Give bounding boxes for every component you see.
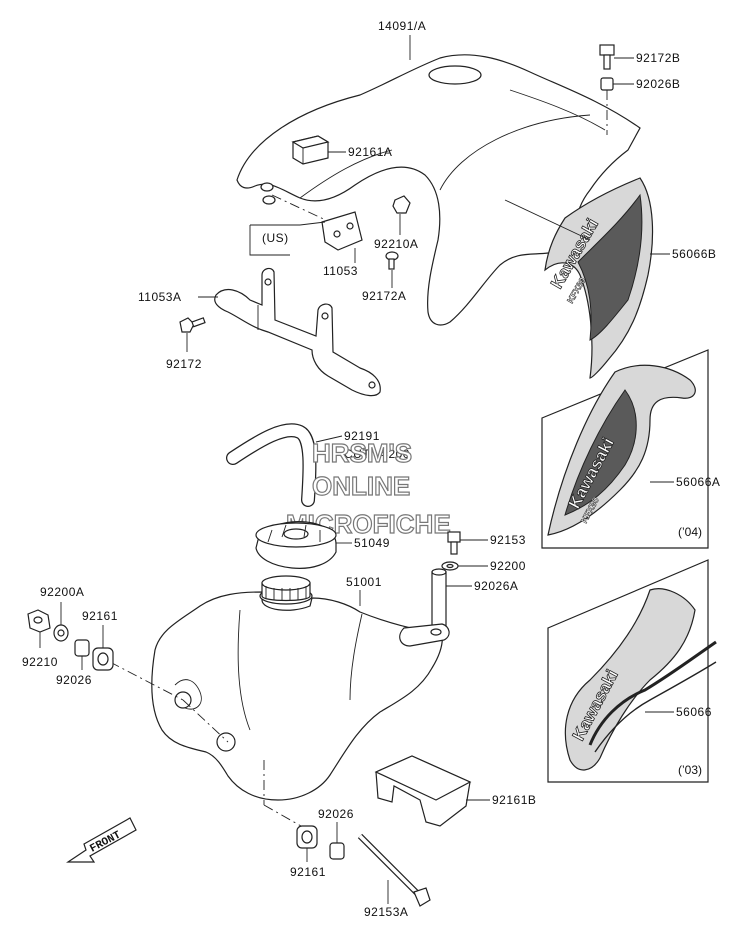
hose-92191[interactable] xyxy=(226,423,317,507)
decal-56066a[interactable]: Kawasaki KFX80 xyxy=(547,364,696,536)
bracket-11053[interactable] xyxy=(321,211,363,251)
label-92161-bottom: 92161 xyxy=(290,865,326,879)
label-92172b: 92172B xyxy=(636,51,680,65)
fuel-cap-51049[interactable] xyxy=(255,521,337,569)
label-92172a: 92172A xyxy=(362,289,406,303)
label-92026-left: 92026 xyxy=(56,673,92,687)
label-92200: 92200 xyxy=(490,559,526,573)
bolt-92153[interactable] xyxy=(447,531,461,555)
label-11053: 11053 xyxy=(323,264,358,278)
front-fender[interactable] xyxy=(236,54,641,326)
label-92161b: 92161B xyxy=(492,793,536,807)
label-56066b: 56066B xyxy=(672,247,716,261)
label-56066a: 56066A xyxy=(676,475,720,489)
label-year-03: (’03) xyxy=(678,763,702,777)
label-year-04: (’04) xyxy=(678,525,702,539)
collar-92026a[interactable] xyxy=(431,568,447,627)
label-us: (US) xyxy=(262,231,289,245)
label-92210a: 92210A xyxy=(374,237,418,251)
label-92161-left: 92161 xyxy=(82,609,118,623)
grommet-92161-bottom[interactable] xyxy=(296,825,318,849)
washer-92200[interactable] xyxy=(441,561,459,571)
collar-92026b[interactable] xyxy=(600,77,614,91)
label-92153: 92153 xyxy=(490,533,526,547)
front-arrow-icon: FRONT xyxy=(66,817,137,863)
watermark-line2: ONLINE xyxy=(312,471,410,501)
label-92026a: 92026A xyxy=(474,579,518,593)
pad-92161a[interactable] xyxy=(291,135,330,165)
spacer-pair[interactable] xyxy=(260,182,276,205)
grommet-92161[interactable] xyxy=(92,647,114,671)
bracket-11053a[interactable] xyxy=(214,267,381,397)
mount-92161b[interactable] xyxy=(374,755,472,827)
collar-92026[interactable] xyxy=(74,639,90,657)
label-92153a: 92153A xyxy=(364,905,408,919)
collar-92026-bottom[interactable] xyxy=(329,842,345,860)
screw-92172a[interactable] xyxy=(385,251,399,270)
nut-92210[interactable] xyxy=(27,609,51,633)
label-92172: 92172 xyxy=(166,357,202,371)
bolt-92153a[interactable] xyxy=(357,833,431,907)
label-11053a: 11053A xyxy=(138,290,181,304)
watermark: HRSM'S ONLINE MICROFICHE xyxy=(285,437,451,539)
washer-92200a[interactable] xyxy=(53,624,69,642)
label-92191: 92191 xyxy=(344,429,380,443)
bolt-92172b[interactable] xyxy=(599,44,615,70)
label-92210: 92210 xyxy=(22,655,58,669)
label-92161a: 92161A xyxy=(348,145,392,159)
label-14091a: 14091/A xyxy=(378,19,426,33)
label-92200a: 92200A xyxy=(40,585,84,599)
label-92026b: 92026B xyxy=(636,77,680,91)
label-92026-bottom: 92026 xyxy=(318,807,354,821)
label-51001: 51001 xyxy=(346,575,382,589)
nut-92210a[interactable] xyxy=(392,195,411,214)
bolt-92172[interactable] xyxy=(179,317,206,333)
label-cut: CUT L=200 xyxy=(344,447,410,461)
label-56066: 56066 xyxy=(676,705,712,719)
label-51049: 51049 xyxy=(354,536,390,550)
watermark-line1: HRSM'S xyxy=(312,438,412,468)
